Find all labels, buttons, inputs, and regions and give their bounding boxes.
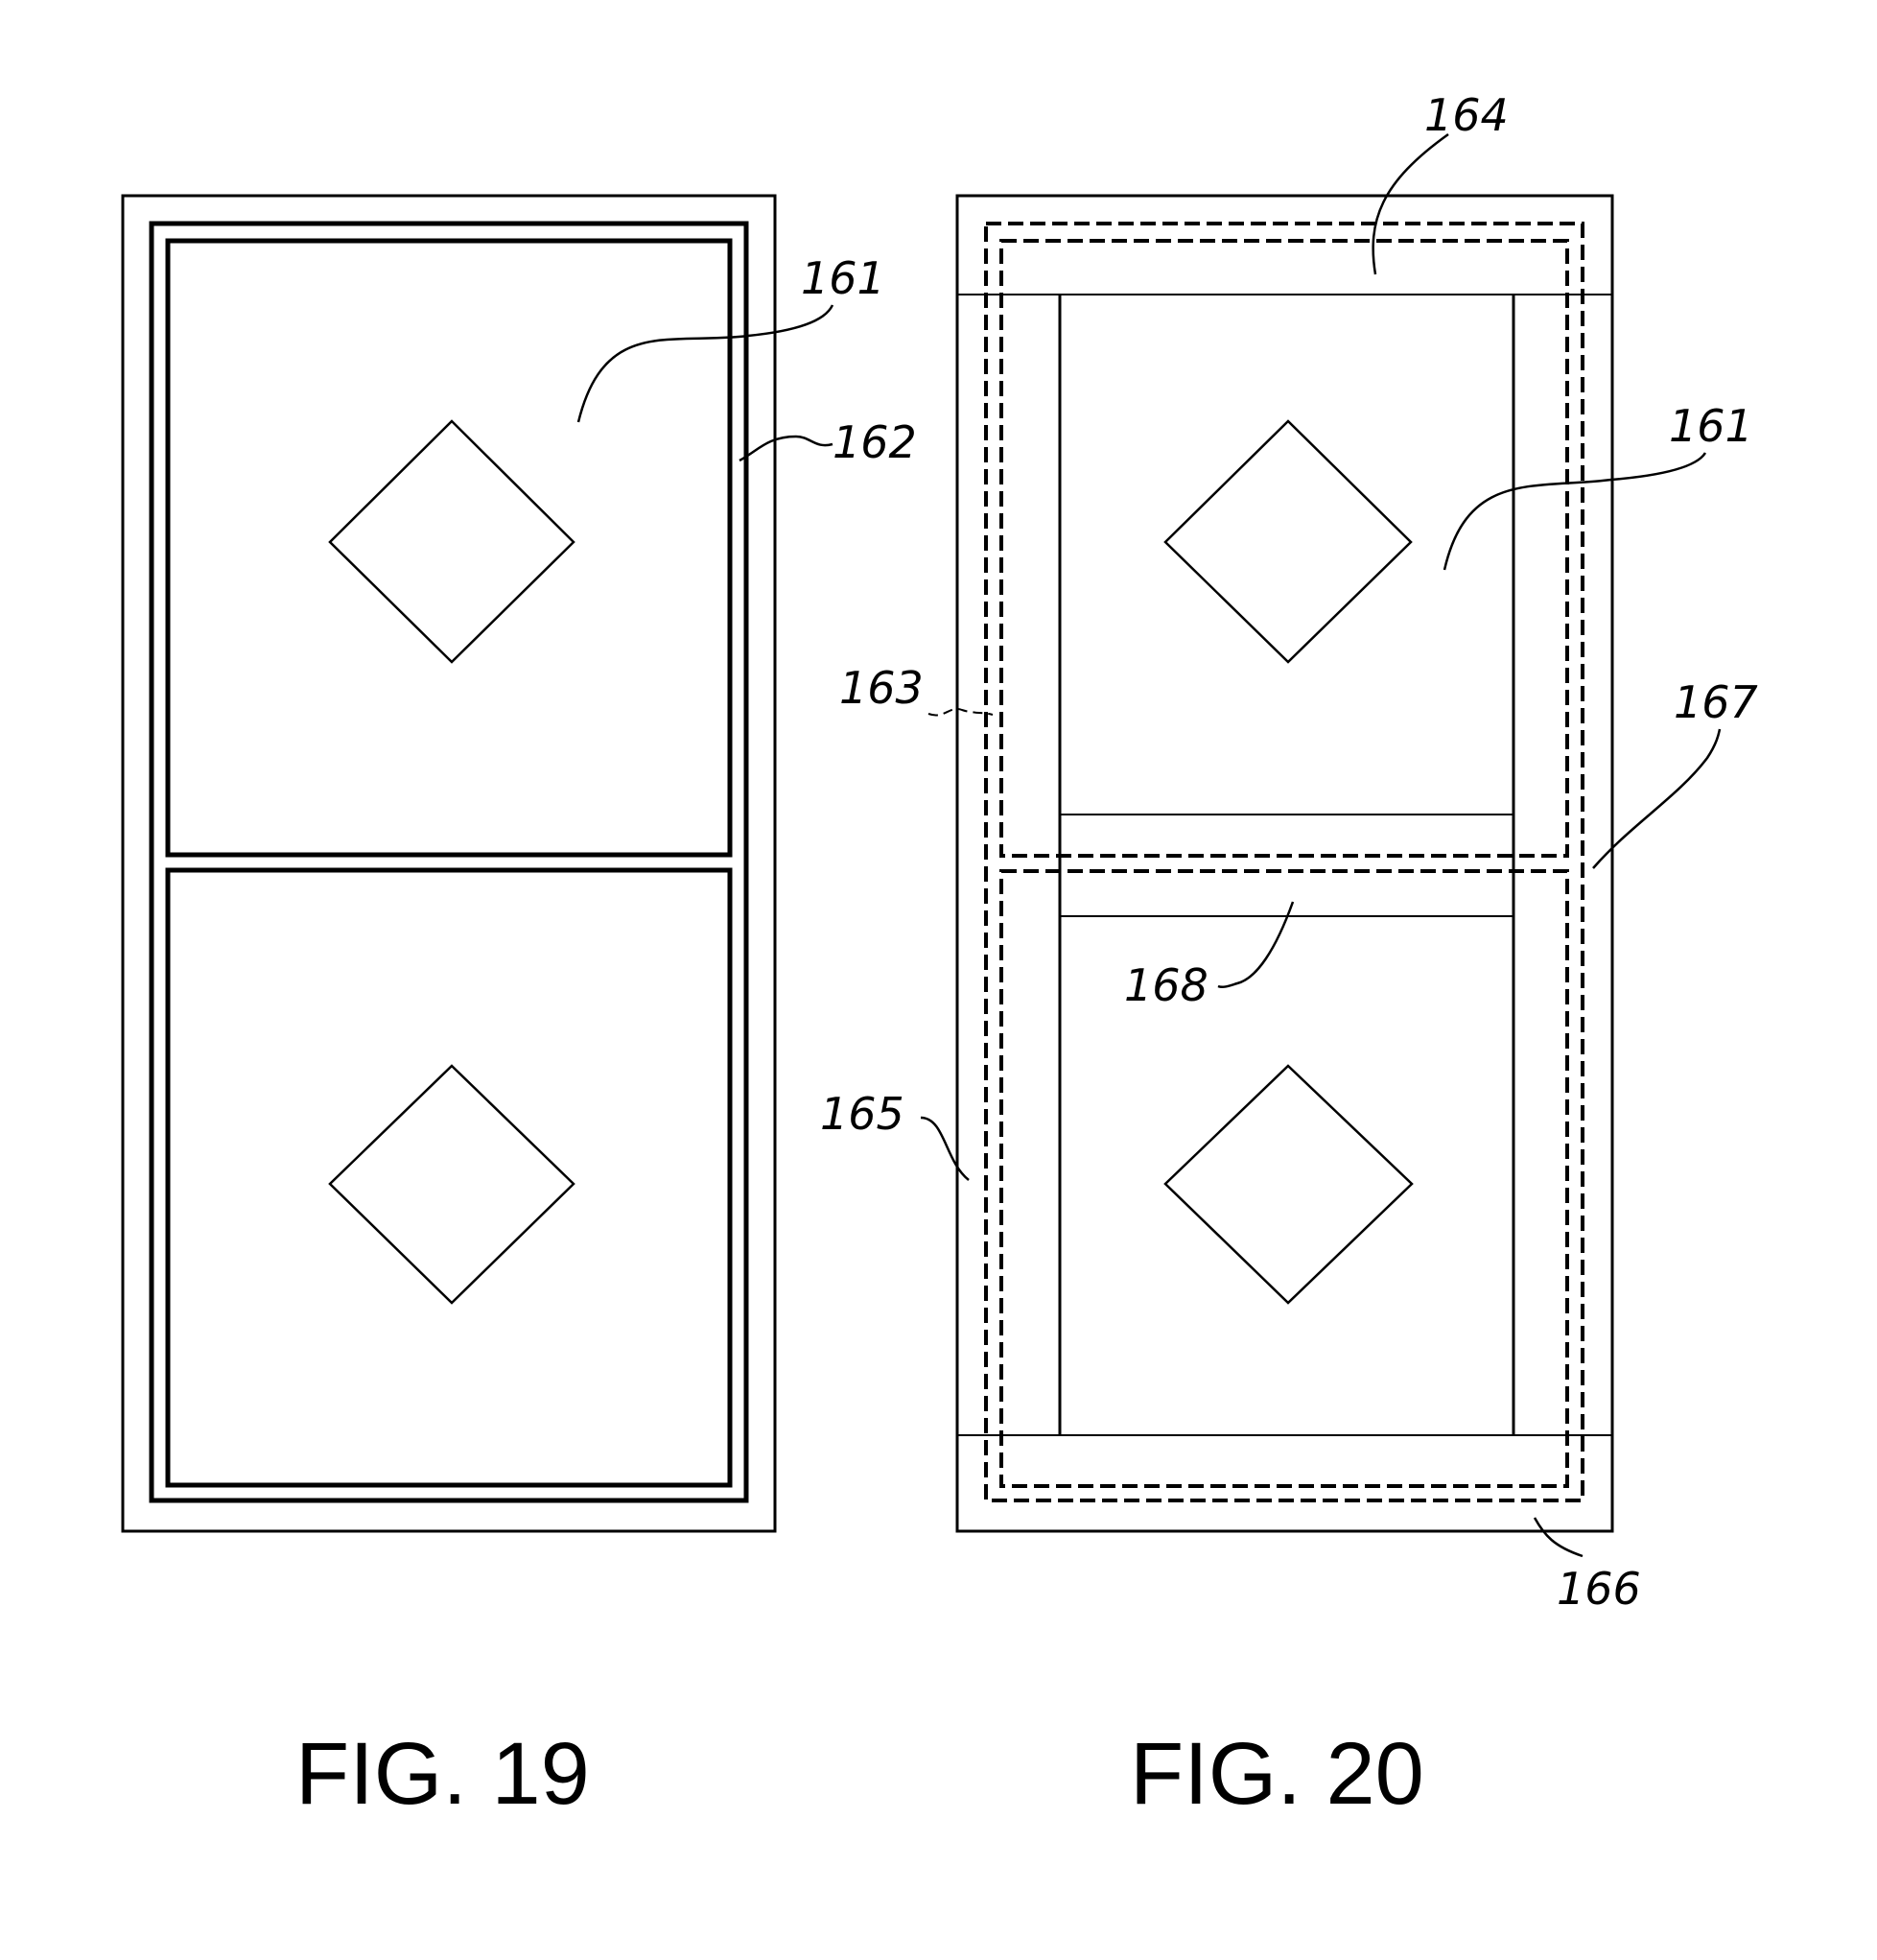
fig20-dashed-lower-inner	[1001, 871, 1567, 1486]
fig19-label-162: 162	[833, 416, 917, 468]
fig20-label-164: 164	[1424, 89, 1509, 141]
fig20-label-163: 163	[839, 662, 924, 714]
fig19-frame-162	[152, 224, 746, 1500]
fig20-label-166: 166	[1557, 1563, 1641, 1615]
fig20-label-168: 168	[1124, 959, 1208, 1011]
fig20-leader-168	[1218, 902, 1293, 987]
fig20-caption: FIG. 20	[1130, 1725, 1424, 1823]
fig20-leader-166	[1535, 1518, 1583, 1556]
fig19-caption: FIG. 19	[295, 1725, 590, 1823]
fig19-leader-162	[739, 437, 833, 460]
fig20-upper-diamond	[1165, 421, 1411, 662]
fig20-drawing: 164 161 163 167 168 165 166	[820, 89, 1758, 1615]
fig20-label-167: 167	[1674, 676, 1758, 728]
fig19-leader-161	[578, 305, 833, 422]
fig20-lower-diamond	[1165, 1066, 1412, 1303]
fig20-dashed-upper-inner	[1001, 241, 1567, 856]
fig19-lower-panel	[168, 870, 730, 1485]
fig20-label-165: 165	[820, 1088, 904, 1140]
fig20-leader-163	[928, 709, 993, 715]
fig19-label-161: 161	[801, 252, 885, 304]
fig19-upper-diamond	[330, 421, 574, 662]
fig20-leader-161	[1444, 453, 1705, 570]
fig19-lower-diamond	[330, 1066, 574, 1303]
fig19-drawing: 161 162	[123, 196, 917, 1531]
fig20-label-161: 161	[1669, 400, 1753, 452]
fig20-dashed-outer	[986, 224, 1583, 1500]
fig19-outer-frame	[123, 196, 775, 1531]
fig19-upper-panel	[168, 241, 730, 855]
fig20-leader-165	[921, 1118, 969, 1180]
fig20-leader-164	[1373, 134, 1448, 274]
